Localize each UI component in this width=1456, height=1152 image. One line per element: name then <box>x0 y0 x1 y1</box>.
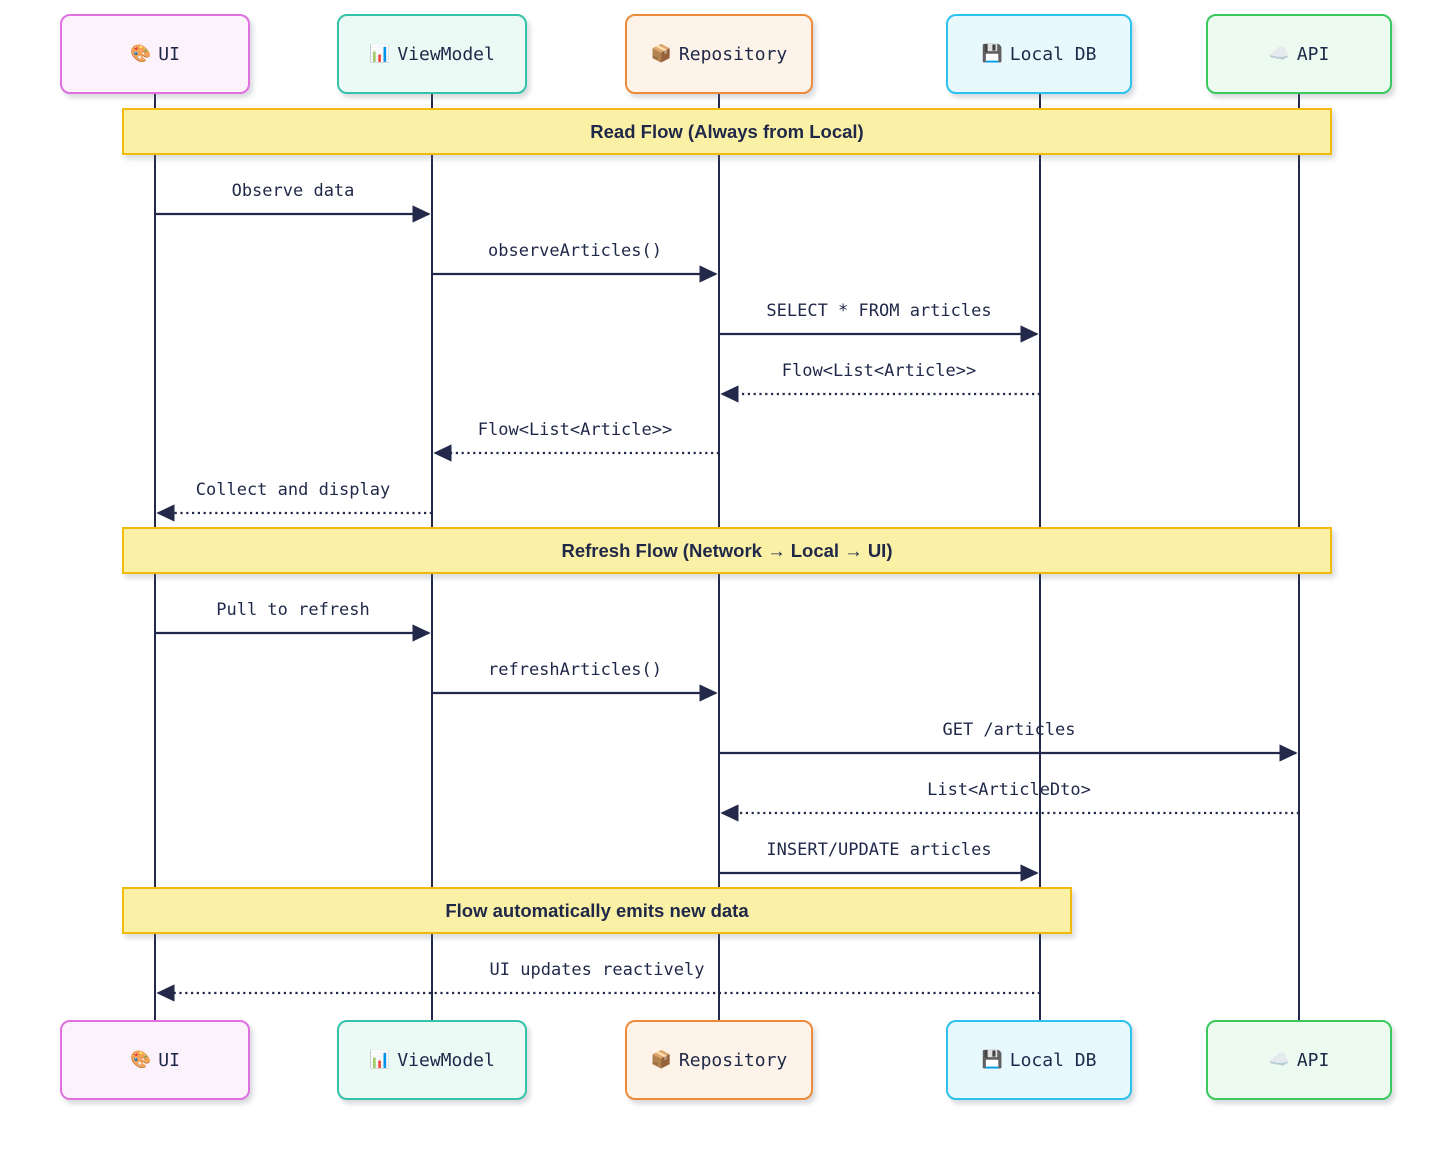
participant-localdb-label: Local DB <box>1009 1049 1097 1071</box>
participant-viewmodel-bottom: 📊 ViewModel <box>337 1020 527 1100</box>
message-insert-update: INSERT/UPDATE articles <box>766 840 992 860</box>
participant-ui-top: 🎨 UI <box>60 14 250 94</box>
message-flow-db-repo: Flow<List<Article>> <box>781 361 977 381</box>
palette-icon: 🎨 <box>130 43 152 64</box>
message-refresh-articles: refreshArticles() <box>488 660 662 680</box>
participant-localdb-bottom: 💾 Local DB <box>946 1020 1132 1100</box>
participant-api-label: API <box>1296 43 1330 65</box>
cloud-icon: ☁️ <box>1268 43 1290 64</box>
note-flow-emits: Flow automatically emits new data <box>122 887 1072 934</box>
participant-viewmodel-label: ViewModel <box>397 43 495 65</box>
cloud-icon: ☁️ <box>1268 1049 1290 1070</box>
participant-api-bottom: ☁️ API <box>1206 1020 1392 1100</box>
floppy-disk-icon: 💾 <box>981 1049 1003 1070</box>
message-observe-data: Observe data <box>231 181 355 201</box>
message-collect-display: Collect and display <box>195 480 391 500</box>
bar-chart-icon: 📊 <box>369 1049 391 1070</box>
package-icon: 📦 <box>650 43 672 64</box>
bar-chart-icon: 📊 <box>369 43 391 64</box>
participant-ui-label: UI <box>158 1049 180 1071</box>
participant-repository-top: 📦 Repository <box>625 14 813 94</box>
participant-repository-label: Repository <box>678 43 788 65</box>
package-icon: 📦 <box>650 1049 672 1070</box>
participant-localdb-label: Local DB <box>1009 43 1097 65</box>
participant-ui-label: UI <box>158 43 180 65</box>
message-get-articles: GET /articles <box>942 720 1076 740</box>
participant-viewmodel-top: 📊 ViewModel <box>337 14 527 94</box>
palette-icon: 🎨 <box>130 1049 152 1070</box>
participant-repository-label: Repository <box>678 1049 788 1071</box>
participant-repository-bottom: 📦 Repository <box>625 1020 813 1100</box>
note-refresh-flow: Refresh Flow (Network → Local → UI) <box>122 527 1332 574</box>
message-select-articles: SELECT * FROM articles <box>766 301 992 321</box>
message-flow-repo-vm: Flow<List<Article>> <box>477 420 673 440</box>
participant-localdb-top: 💾 Local DB <box>946 14 1132 94</box>
participant-api-label: API <box>1296 1049 1330 1071</box>
message-ui-updates: UI updates reactively <box>489 960 705 980</box>
message-pull-to-refresh: Pull to refresh <box>216 600 370 620</box>
participant-api-top: ☁️ API <box>1206 14 1392 94</box>
participant-viewmodel-label: ViewModel <box>397 1049 495 1071</box>
floppy-disk-icon: 💾 <box>981 43 1003 64</box>
message-arrows <box>155 205 1299 1002</box>
note-read-flow: Read Flow (Always from Local) <box>122 108 1332 155</box>
message-list-articledto: List<ArticleDto> <box>927 780 1091 800</box>
participant-ui-bottom: 🎨 UI <box>60 1020 250 1100</box>
message-observe-articles: observeArticles() <box>488 241 662 261</box>
